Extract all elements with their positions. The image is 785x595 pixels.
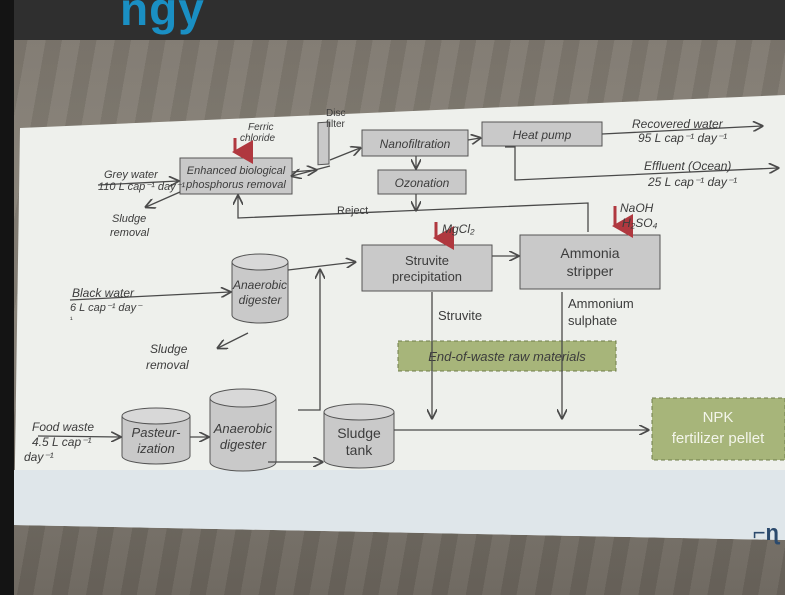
recovered-rate-label: 95 L cap⁻¹ day⁻¹ bbox=[638, 131, 727, 145]
grey-water-rate: 110 L cap⁻¹ day⁻¹ bbox=[98, 181, 185, 193]
struvite-label-1: Struvite bbox=[405, 253, 449, 268]
reject-label: Reject bbox=[337, 205, 368, 217]
ebpr-label-1: Enhanced biological bbox=[187, 165, 286, 177]
slide-footer bbox=[14, 470, 785, 540]
nanofiltration-box: Nanofiltration bbox=[361, 129, 469, 157]
sludge-tank-label-1: Sludge bbox=[337, 425, 381, 441]
food-waste-rate-cont: day⁻¹ bbox=[24, 450, 54, 464]
npk-box: NPK fertilizer pellet bbox=[651, 397, 785, 461]
anaerobic-digester-2: Anaerobic digester bbox=[209, 388, 277, 472]
mgcl2-label: MgCl₂ bbox=[442, 222, 475, 236]
grey-water-label: Grey water bbox=[104, 169, 159, 181]
heat-pump-label: Heat pump bbox=[513, 128, 572, 142]
ammonia-stripper-box: Ammonia stripper bbox=[519, 234, 661, 290]
ammonia-label-1: Ammonia bbox=[560, 245, 619, 261]
slide-title: ngy bbox=[120, 0, 205, 35]
pasteurization-tank: Pasteur- ization bbox=[121, 407, 191, 465]
ebpr-box: Enhanced biological phosphorus removal bbox=[179, 157, 293, 195]
title-bar: ngy bbox=[0, 0, 785, 40]
sludge-removal-2-label-2: removal bbox=[146, 358, 189, 372]
ferric-label-2: chloride bbox=[240, 133, 275, 144]
ferric-label-1: Ferric bbox=[248, 122, 274, 133]
h2so4-label: H₂SO₄ bbox=[622, 216, 658, 230]
anaerobic2-label-2: digester bbox=[220, 437, 267, 452]
naoh-label: NaOH bbox=[620, 201, 654, 215]
left-frame bbox=[0, 0, 14, 595]
pasteur-label-2: ization bbox=[137, 441, 175, 456]
disc-label-1: Disc bbox=[326, 108, 345, 119]
ammonia-label-2: stripper bbox=[567, 263, 614, 279]
ozonation-box: Ozonation bbox=[377, 169, 467, 195]
sludge-tank: Sludge tank bbox=[323, 403, 395, 469]
anaerobic-digester-1: Anaerobic digester bbox=[231, 253, 289, 324]
black-water-rate: 6 L cap⁻¹ day⁻ bbox=[70, 302, 143, 314]
disc-label-2: filter bbox=[326, 119, 346, 130]
end-of-waste-label: End-of-waste raw materials bbox=[428, 349, 586, 364]
recovered-water-label: Recovered water bbox=[632, 117, 724, 131]
food-waste-label: Food waste bbox=[32, 420, 94, 434]
npk-label-1: NPK bbox=[703, 409, 734, 426]
ammonium-label-2: sulphate bbox=[568, 313, 617, 328]
pasteur-label-1: Pasteur- bbox=[132, 425, 182, 440]
struvite-output-label: Struvite bbox=[438, 308, 482, 323]
black-water-label: Black water bbox=[72, 286, 135, 300]
effluent-label: Effluent (Ocean) bbox=[644, 159, 731, 173]
disc-filter bbox=[317, 121, 330, 166]
ammonium-label-1: Ammonium bbox=[568, 296, 634, 311]
sludge-removal-1-label-1: Sludge bbox=[112, 213, 146, 225]
ebpr-label-2: phosphorus removal bbox=[185, 179, 286, 191]
effluent-rate-label: 25 L cap⁻¹ day⁻¹ bbox=[647, 175, 737, 189]
sludge-removal-2-label-1: Sludge bbox=[150, 342, 188, 356]
flow-lines bbox=[37, 126, 778, 462]
struvite-box: Struvite precipitation bbox=[361, 244, 493, 292]
anaerobic1-label-2: digester bbox=[239, 293, 283, 307]
black-water-rate-cont: ¹ bbox=[70, 315, 73, 324]
food-waste-rate: 4.5 L cap⁻¹ bbox=[32, 435, 91, 449]
npk-label-2: fertilizer pellet bbox=[672, 430, 765, 447]
anaerobic2-label-1: Anaerobic bbox=[213, 421, 273, 436]
ozonation-label: Ozonation bbox=[395, 176, 450, 190]
nanofiltration-label: Nanofiltration bbox=[380, 137, 451, 151]
sludge-removal-1-label-2: removal bbox=[110, 227, 150, 239]
heat-pump-box: Heat pump bbox=[481, 121, 603, 147]
logo-mark: ⌐ɳ bbox=[752, 520, 779, 545]
sludge-tank-label-2: tank bbox=[346, 442, 373, 458]
slide-surface bbox=[14, 95, 785, 540]
struvite-label-2: precipitation bbox=[392, 269, 462, 284]
anaerobic1-label-1: Anaerobic bbox=[232, 278, 287, 292]
end-of-waste-box: End-of-waste raw materials bbox=[397, 340, 617, 372]
dosing-arrows bbox=[232, 138, 633, 250]
